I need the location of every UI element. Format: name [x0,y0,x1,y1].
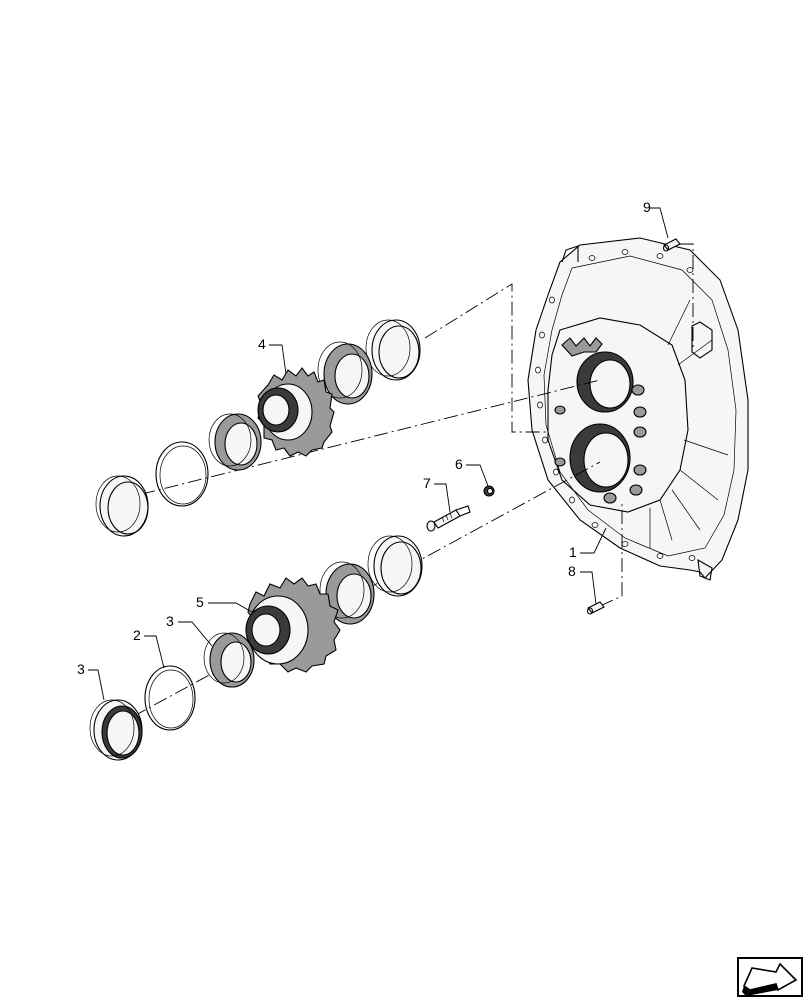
callout-6: 6 [455,456,463,472]
plug-part-6 [483,485,495,497]
callout-7: 7 [423,475,431,491]
callout-5: 5 [196,594,204,610]
callout-3-upper: 3 [166,613,174,629]
callout-1: 1 [569,544,577,560]
callout-2: 2 [133,627,141,643]
lower-gear-part-5 [245,577,341,673]
lower-bearing-part-3 [203,632,255,688]
dowel-pin-part-9 [662,238,681,252]
callout-4: 4 [258,336,266,352]
callout-8: 8 [568,563,576,579]
upper-snap-ring [155,441,209,507]
lower-bearing-cone [319,561,375,625]
upper-outer-ring [95,475,149,537]
upper-gear-part-4 [257,367,335,457]
callout-3-lower: 3 [77,661,85,677]
next-page-arrow-icon[interactable] [737,957,803,997]
upper-left-bearing [208,413,262,471]
housing-part-1 [527,237,749,581]
outer-ring-part-3 [89,699,143,761]
upper-bearing-cone [317,341,373,405]
upper-bearing-cup [365,319,421,381]
lower-bearing-cup [367,535,423,597]
callout-labels: 9 4 6 7 1 8 5 3 2 3 [77,199,651,677]
callout-9: 9 [643,199,651,215]
bolt-part-7 [426,505,471,532]
snap-ring-part-2 [144,665,196,731]
callout-leaders [88,207,669,701]
